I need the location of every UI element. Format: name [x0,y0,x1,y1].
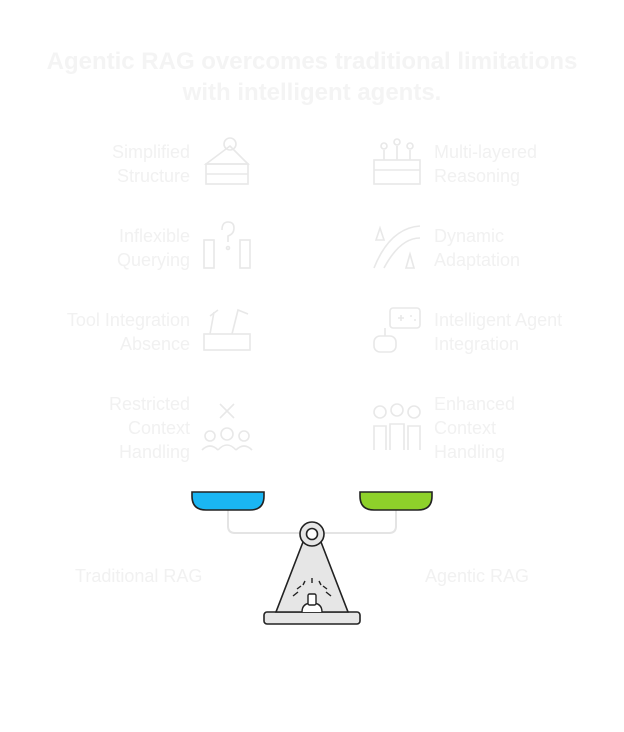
page-title: Agentic RAG overcomes traditional limita… [0,46,624,108]
crossed-people-icon [200,400,254,454]
label-line: Integration [434,334,520,354]
label-line: Inflexible [118,226,190,246]
winding-road-icon [370,218,424,272]
right-item-intelligent-agent-integration: Intelligent Agent Integration [434,308,562,356]
left-pan [191,491,265,511]
label-line: Querying [116,250,190,270]
label-line: Dynamic [434,226,505,246]
left-item-restricted-context-handling: Restricted Context Handling [109,392,190,464]
cake-slice-icon [200,134,254,188]
label-line: Multi-layered [434,142,538,162]
label-line: Adaptation [434,250,521,270]
scale-pivot-hole [305,527,319,541]
tools-box-icon [200,302,254,356]
left-side-label: Traditional RAG [75,566,203,586]
label-line: Enhanced [434,394,516,414]
label-line: Simplified [111,142,190,162]
title-line-2: with intelligent agents. [182,79,442,106]
right-item-multi-layered-reasoning: Multi-layered Reasoning [434,140,537,188]
people-group-icon [370,400,424,454]
label-line: Context [434,418,497,438]
scale-base [263,611,361,625]
label-line: Reasoning [434,166,521,186]
label-line: Tool Integration [66,310,190,330]
label-line: Intelligent Agent [434,310,563,330]
label-line: Structure [116,166,190,186]
left-item-inflexible-querying: Inflexible Querying [117,224,190,272]
label-line: Handling [118,442,190,462]
layered-cake-icon [370,134,424,188]
label-line: Handling [434,442,506,462]
question-blocks-icon [200,218,254,272]
right-item-dynamic-adaptation: Dynamic Adaptation [434,224,520,272]
left-item-simplified-structure: Simplified Structure [112,140,190,188]
right-item-enhanced-context-handling: Enhanced Context Handling [434,392,515,464]
left-item-tool-integration-absence: Tool Integration Absence [67,308,190,356]
label-line: Restricted [108,394,190,414]
right-pan [359,491,433,511]
scale-gauge [292,578,332,613]
right-side-label: Agentic RAG [425,566,530,586]
label-line: Context [127,418,190,438]
title-line-1: Agentic RAG overcomes traditional limita… [46,48,578,75]
robot-controller-icon [370,302,424,356]
label-line: Absence [119,334,190,354]
